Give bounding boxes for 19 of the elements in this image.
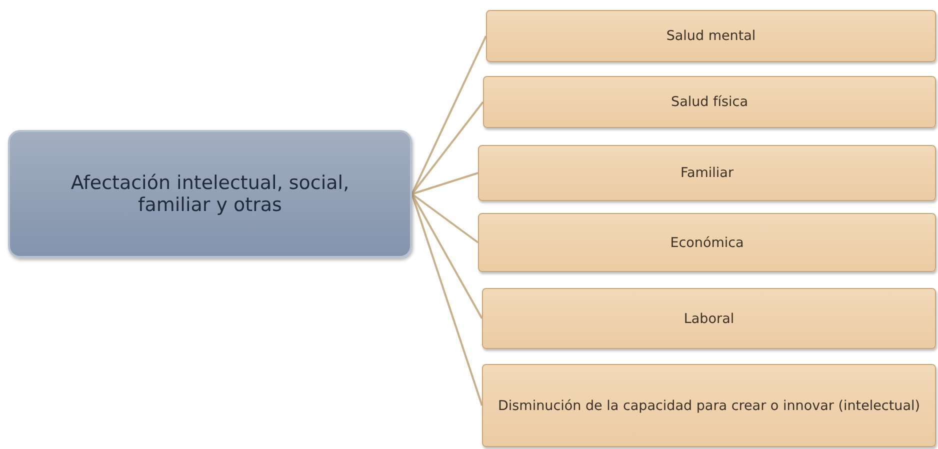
category-text: Laboral	[684, 310, 734, 326]
connector-line	[411, 36, 487, 194]
category-box	[482, 288, 936, 349]
category-box	[478, 145, 936, 201]
topic-text: Afectación intelectual, social, familiar y otras	[70, 172, 350, 216]
category-text: Salud física	[671, 94, 748, 110]
category-text: Disminución de la capacidad para crear o innovar (intelectual)	[498, 398, 920, 414]
category-text: Familiar	[680, 165, 734, 181]
connector-line	[411, 101, 484, 195]
connector-line	[411, 193, 479, 244]
connector-line	[412, 172, 478, 195]
category-box	[486, 10, 936, 62]
category-text: Salud mental	[666, 28, 756, 44]
connector-line	[411, 194, 483, 319]
category-box	[478, 213, 936, 272]
category-box	[483, 76, 936, 128]
topic-box	[8, 130, 412, 258]
category-box	[482, 364, 936, 447]
category-text: Económica	[670, 234, 744, 250]
